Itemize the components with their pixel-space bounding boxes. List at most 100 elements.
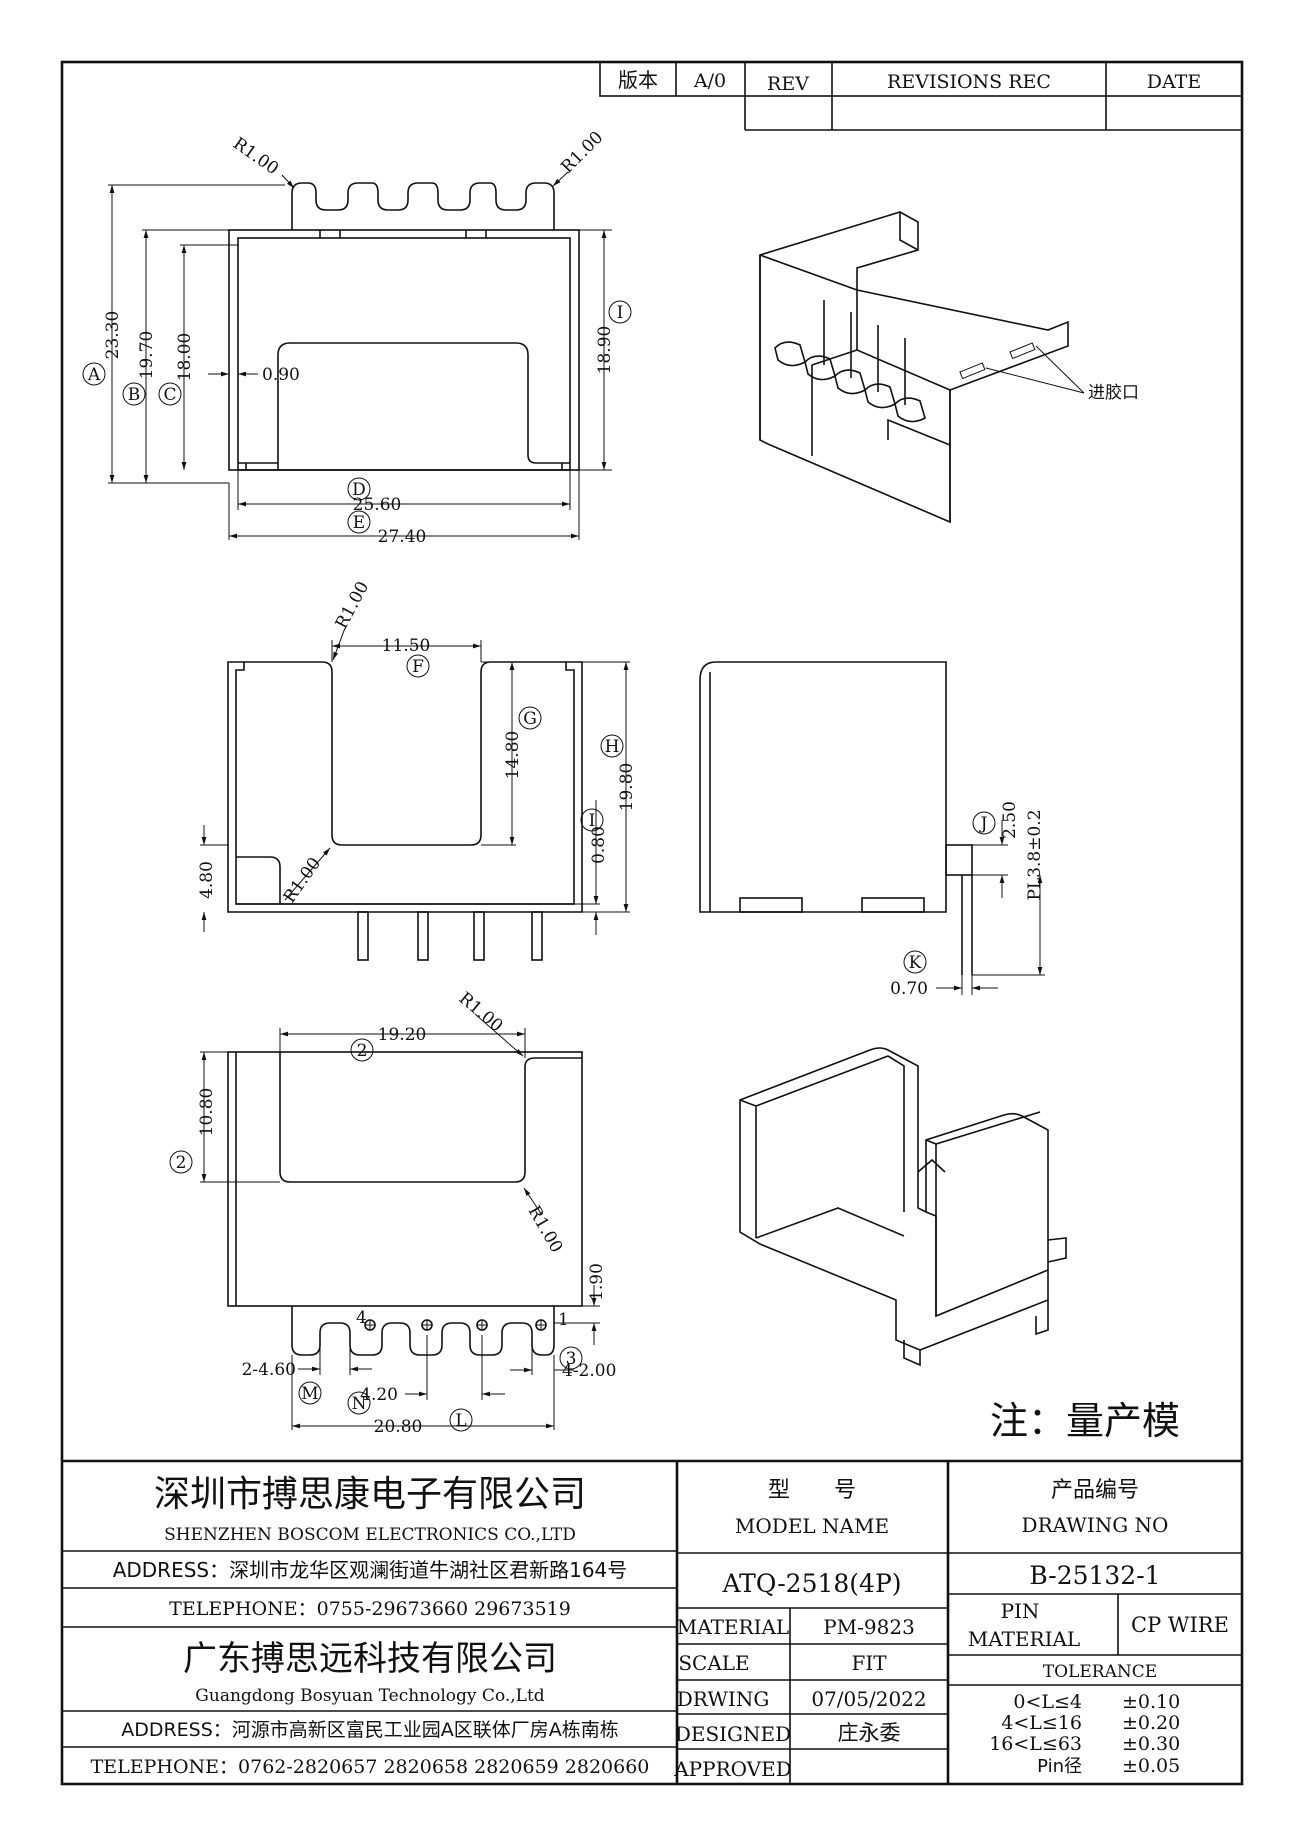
dim-step: 1.90 (587, 1263, 607, 1301)
marker-g: G (518, 706, 542, 730)
gate-label: 进胶口 (1088, 383, 1139, 403)
dim-k: 0.70 (890, 979, 928, 999)
pin-material-value: CP WIRE (1131, 1613, 1229, 1637)
marker-b: B (122, 382, 146, 406)
material-value: PM-9823 (823, 1615, 915, 1639)
marker-d: D (347, 477, 371, 501)
revision-header: 版本 A/0 REV REVISIONS REC DATE (599, 61, 1243, 131)
svg-text:M: M (301, 1384, 318, 1404)
pin-holes (364, 1319, 547, 1331)
tol-range-4: Pin径 (1037, 1756, 1082, 1777)
dim-r-top: R1.00 (332, 578, 373, 632)
drawing-label-cn: 产品编号 (1051, 1478, 1139, 1503)
marker-m: M (298, 1381, 322, 1405)
tol-value-3: ±0.30 (1122, 1733, 1180, 1755)
scale-label: SCALE (678, 1651, 749, 1675)
tol-range-3: 16<L≤63 (989, 1733, 1082, 1755)
model-value: ATQ-2518(4P) (721, 1569, 901, 1598)
rev-label: REV (767, 73, 809, 95)
svg-text:K: K (909, 953, 922, 973)
svg-text:N: N (352, 1394, 367, 1414)
pin-label-first: 4 (356, 1308, 367, 1328)
marker-e: E (347, 510, 371, 534)
tol-value-4: ±0.05 (1122, 1755, 1180, 1777)
company2-en: Guangdong Bosyuan Technology Co.,Ltd (195, 1686, 545, 1706)
marker-j2: J (972, 811, 996, 835)
tol-value-1: ±0.10 (1122, 1691, 1180, 1713)
svg-text:C: C (163, 385, 176, 405)
side-view: 2.50 PL3.8±0.2 0.70 J K (699, 661, 1045, 999)
svg-text:E: E (353, 513, 365, 533)
dim-f: 11.50 (382, 636, 431, 656)
dim-r-left: R1.00 (229, 134, 282, 179)
company2-cn: 广东搏思远科技有限公司 (183, 1639, 557, 1679)
dim-d: 25.60 (353, 495, 402, 515)
drawing-label-en: DRAWING NO (1022, 1513, 1169, 1537)
dim-g: 14.80 (503, 731, 523, 780)
pin-material-label-2: MATERIAL (968, 1627, 1080, 1651)
scale-value: FIT (851, 1651, 887, 1675)
svg-text:H: H (605, 737, 620, 757)
marker-i: I (608, 300, 632, 324)
dim-wall: 0.90 (262, 365, 300, 385)
dim-h: 19.80 (617, 763, 637, 812)
marker-c: C (158, 382, 182, 406)
front-view: 11.50 14.80 19.80 0.80 4.80 R1.00 R1.00 … (197, 578, 637, 961)
marker-j: I (580, 808, 604, 832)
dim-left: 4.80 (197, 861, 217, 899)
svg-text:3: 3 (566, 1349, 577, 1369)
svg-text:L: L (455, 1411, 466, 1431)
svg-text:G: G (523, 709, 537, 729)
svg-text:D: D (352, 480, 366, 500)
telephone2: TELEPHONE：0762-2820657 2820658 2820659 2… (91, 1756, 650, 1778)
date-label: DATE (1147, 71, 1201, 93)
marker-n: N (347, 1391, 371, 1415)
designed-value: 庄永委 (838, 1721, 901, 1745)
designed-label: DESIGNED (675, 1722, 791, 1746)
iso-view-top: 进胶口 (759, 211, 1139, 524)
svg-text:B: B (128, 385, 141, 405)
pin-material-label-1: PIN (1001, 1599, 1040, 1623)
bottom-view: 4 1 19.20 10.80 1.90 20.80 2-4.60 4.20 (169, 989, 616, 1437)
address1: ADDRESS：深圳市龙华区观澜街道牛湖社区君新路164号 (113, 1558, 628, 1582)
svg-text:J: J (979, 814, 988, 834)
company1-cn: 深圳市搏思康电子有限公司 (154, 1474, 586, 1515)
approved-label: APPROVED (673, 1757, 792, 1781)
version-label: 版本 (618, 68, 658, 92)
dim-r-top-b: R1.00 (455, 989, 507, 1037)
marker-step: 3 (559, 1346, 583, 1370)
marker-f: F (406, 654, 430, 678)
svg-text:A: A (87, 365, 101, 385)
model-label-en: MODEL NAME (735, 1514, 889, 1538)
marker-l: L (449, 1408, 473, 1432)
marker-width: 2 (350, 1038, 374, 1062)
dim-a: 23.30 (103, 311, 123, 360)
material-label: MATERIAL (677, 1615, 789, 1639)
dim-j: 0.80 (589, 826, 609, 864)
tolerance-label: TOLERANCE (1043, 1662, 1157, 1682)
dim-b: 19.70 (137, 331, 157, 380)
drawing-date-value: 07/05/2022 (811, 1687, 926, 1711)
dim-pin-dia: 4-2.00 (562, 1361, 616, 1381)
version-value: A/0 (693, 70, 726, 92)
marker-a: A (82, 362, 106, 386)
production-note: 注：量产模 (990, 1399, 1180, 1443)
svg-text:2: 2 (176, 1153, 187, 1173)
dim-c: 18.00 (175, 333, 195, 382)
dim-pl: PL3.8±0.2 (1025, 809, 1045, 900)
dim-r-right: R1.00 (557, 128, 607, 178)
revisions-label: REVISIONS REC (887, 71, 1051, 93)
svg-text:I: I (589, 811, 596, 831)
dim-r-bottom-b: R1.00 (524, 1203, 567, 1257)
model-label-cn: 型 号 (768, 1478, 856, 1503)
svg-text:F: F (412, 657, 424, 677)
dim-j2: 2.50 (1000, 801, 1020, 839)
dim-i: 18.90 (595, 326, 615, 375)
company1-en: SHENZHEN BOSCOM ELECTRONICS CO.,LTD (164, 1525, 576, 1545)
dim-overall: 20.80 (374, 1417, 423, 1437)
tol-range-2: 4<L≤16 (1001, 1712, 1082, 1734)
svg-text:2: 2 (357, 1041, 368, 1061)
address2: ADDRESS：河源市高新区富民工业园A区联体厂房A栋南栋 (121, 1719, 619, 1741)
dim-e: 27.40 (378, 527, 427, 547)
